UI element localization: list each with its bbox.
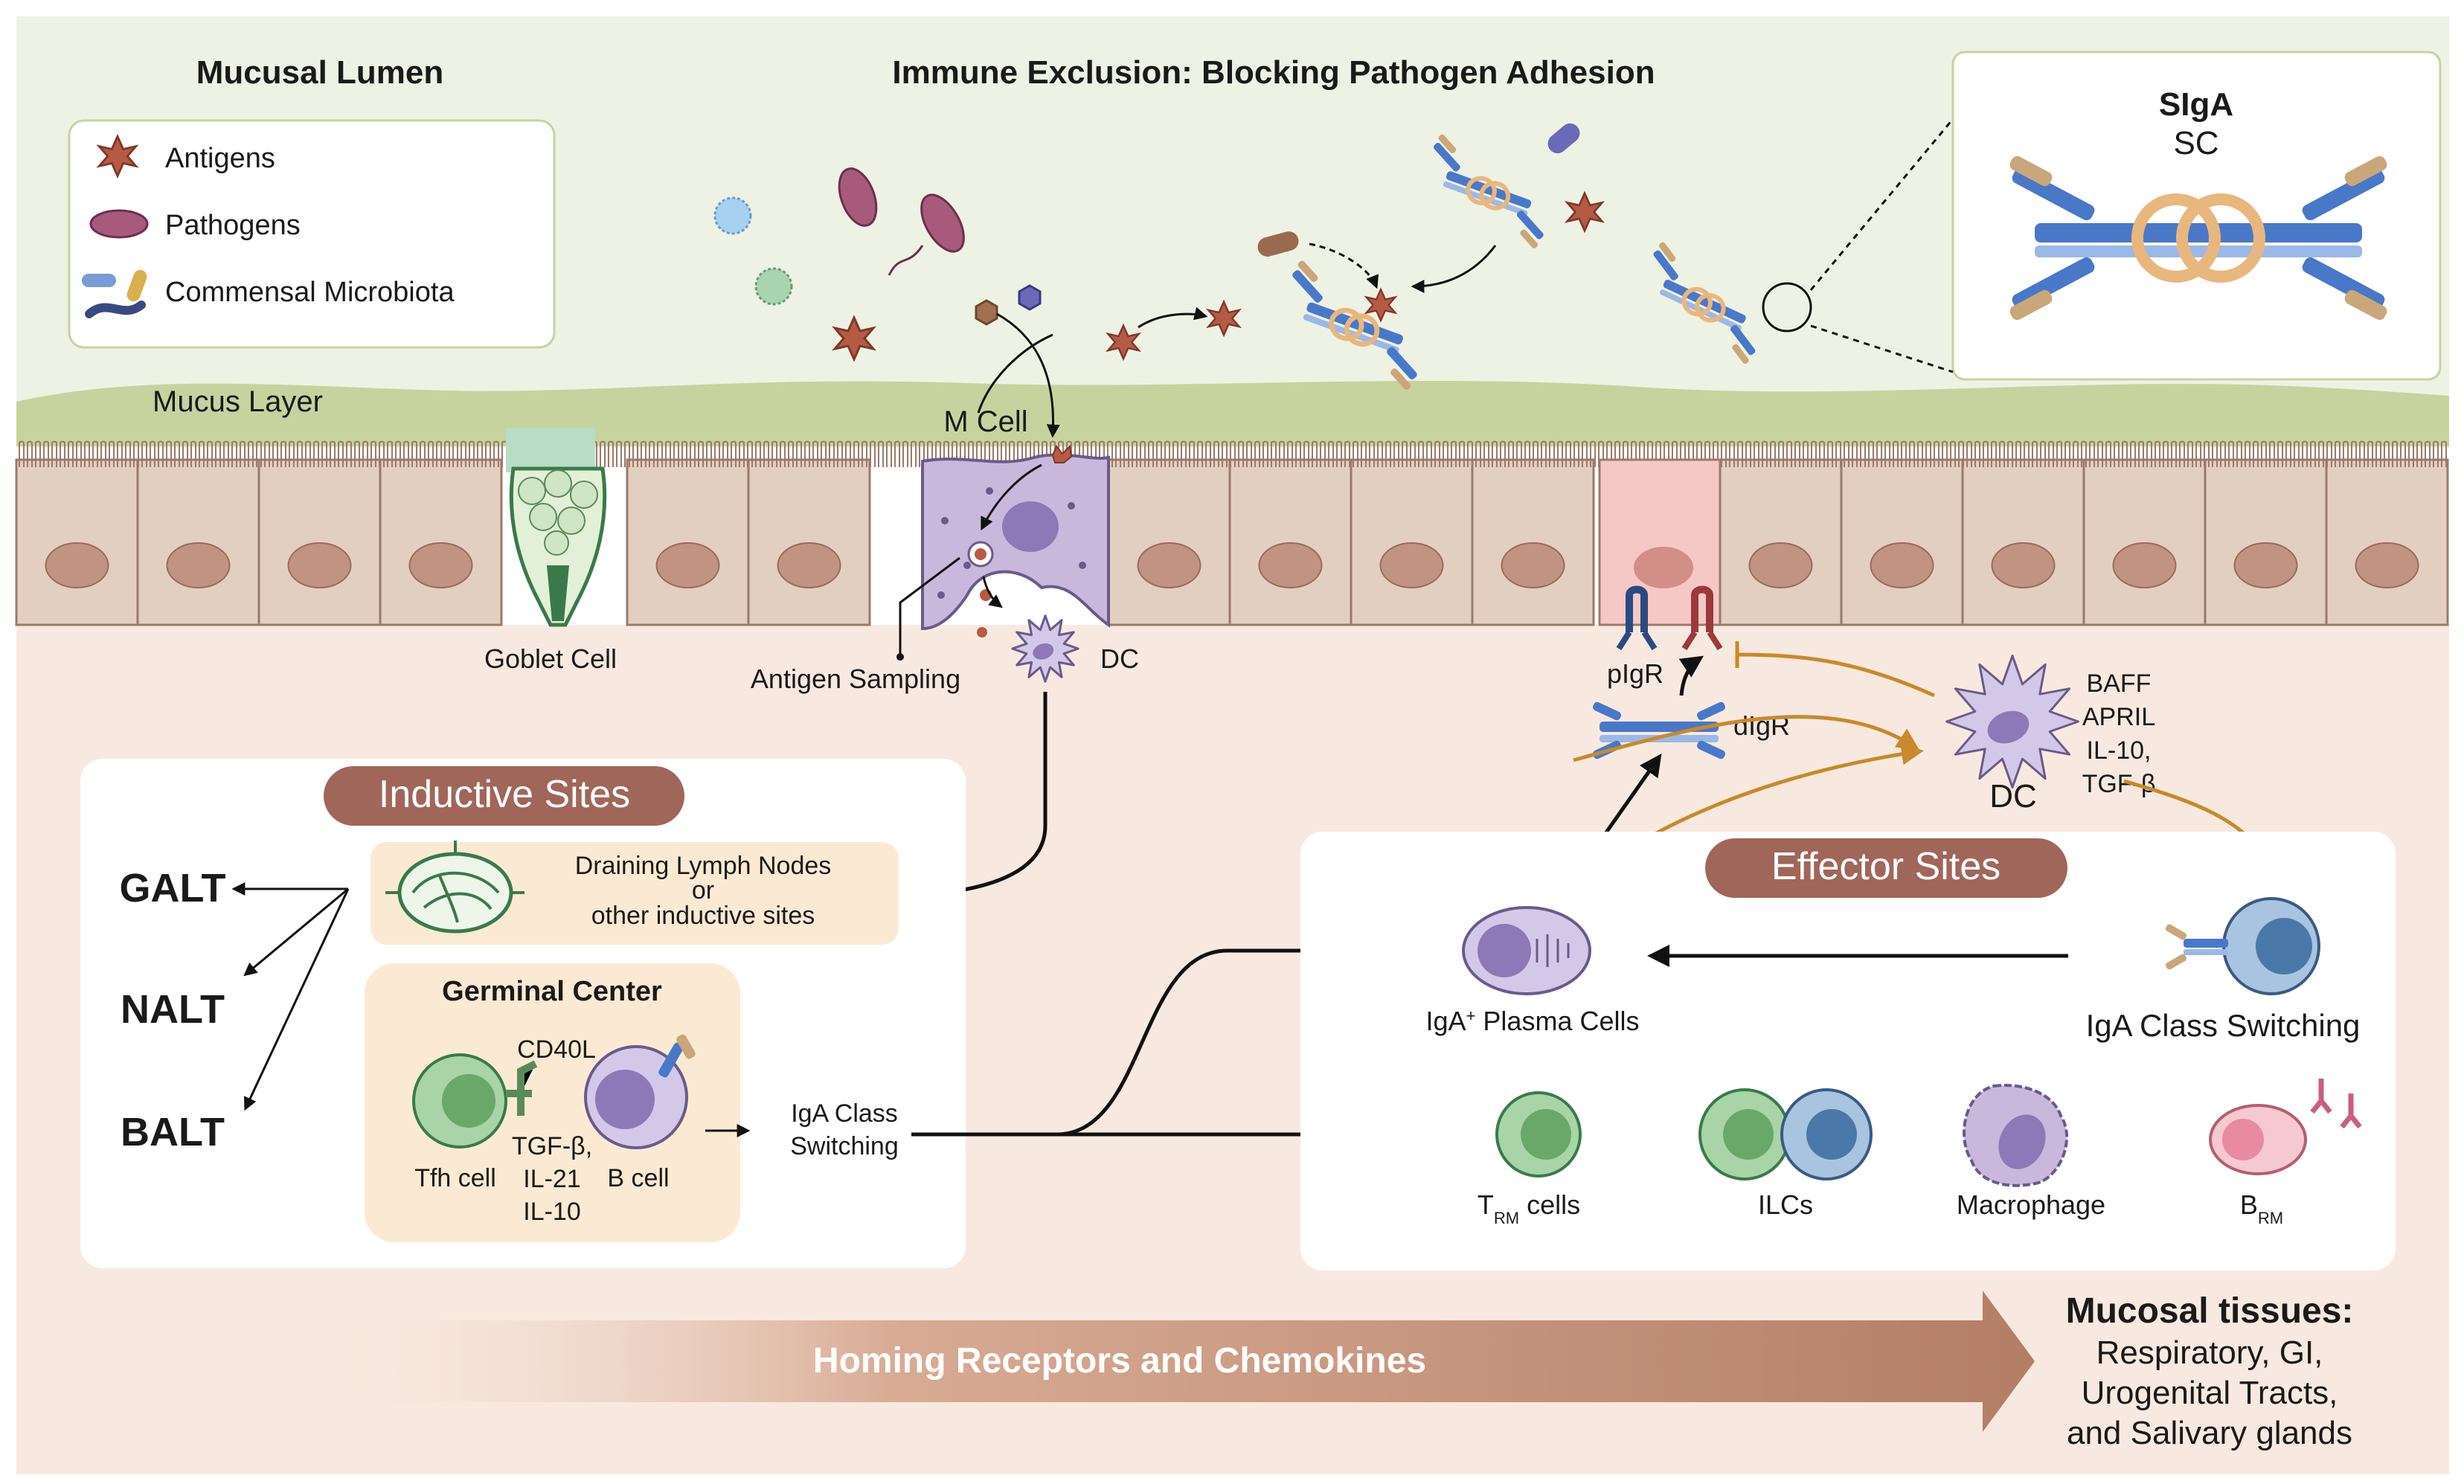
inductive-title-pill	[324, 766, 684, 826]
mucosal-title: Mucosal tissues:	[2066, 1291, 2354, 1331]
inductive-title: Inductive Sites	[379, 773, 630, 816]
plasma-cells-label: IgA+ Plasma Cells	[1426, 1006, 1640, 1036]
antigen-sampling-label: Antigen Sampling	[751, 664, 960, 694]
mucus-layer-label: Mucus Layer	[153, 385, 323, 418]
epithelial-cell	[747, 458, 871, 626]
germinal-center-box	[365, 963, 740, 1242]
epithelial-cell	[1471, 458, 1595, 626]
epithelial-cell	[2204, 458, 2328, 626]
legend-antigens-label: Antigens	[165, 143, 275, 174]
germinal-center-title: Germinal Center	[442, 976, 662, 1007]
epithelial-cell	[2082, 458, 2207, 626]
gc-cytokine-1: TGF-β,	[512, 1132, 592, 1160]
ilcs-icon	[1698, 1088, 1873, 1181]
digr-label: dIgR	[1733, 710, 1790, 741]
lumen-title: Mucusal Lumen	[196, 54, 444, 91]
legend-commensal-label: Commensal Microbiota	[165, 277, 455, 308]
exclusion-title: Immune Exclusion: Blocking Pathogen Adhe…	[892, 54, 1655, 91]
homing-label: Homing Receptors and Chemokines	[813, 1341, 1426, 1381]
lymph-node-box	[370, 842, 899, 945]
trm-cell-icon	[1495, 1091, 1582, 1178]
epithelial-cell	[626, 458, 750, 626]
class-switching-label: IgA Class Switching	[2086, 1008, 2361, 1043]
legend-commensal-icon	[82, 269, 147, 318]
epithelial-layer	[15, 440, 2449, 626]
mucus-layer	[16, 380, 2449, 446]
gc-switch-line1: IgA Class	[791, 1099, 898, 1128]
brm-label: BRM	[2240, 1189, 2283, 1227]
dc-cytokine: TGF-β	[2082, 770, 2156, 798]
dc-small-label: DC	[1100, 643, 1139, 674]
m-cell-label: M Cell	[943, 405, 1027, 438]
homing-arrow	[275, 1291, 2035, 1432]
pigr-epithelial-cell	[1598, 458, 1722, 626]
sigA-title: SIgA	[2159, 86, 2233, 123]
dc-cytokine-list: BAFF APRIL IL-10, TGF-β	[2082, 669, 2156, 798]
lymph-line2: or	[692, 876, 714, 905]
macrophage-label: Macrophage	[1957, 1189, 2105, 1220]
lumen-particles	[713, 123, 1812, 394]
ilcs-label: ILCs	[1758, 1189, 1813, 1220]
lymph-line1: Draining Lymph Nodes	[575, 852, 832, 880]
tissue-galt: GALT	[120, 866, 226, 910]
class-switching-cell-icon	[2165, 897, 2320, 995]
legend-box	[68, 119, 556, 349]
brm-cell-icon	[2209, 1079, 2362, 1175]
gc-switch-line2: Switching	[790, 1132, 899, 1160]
epithelial-cell	[15, 458, 139, 626]
lymph-line3: other inductive sites	[591, 902, 815, 930]
dc-right-icon	[1945, 655, 2079, 788]
mucosal-line-2: Urogenital Tracts,	[2082, 1375, 2338, 1411]
lymph-node-icon	[385, 841, 524, 934]
epithelial-cell	[136, 458, 260, 626]
trm-cells-label: TRM cells	[1478, 1189, 1580, 1227]
dc-icon	[1011, 614, 1079, 683]
epithelial-cell	[1228, 458, 1353, 626]
b-cell-icon	[584, 1034, 696, 1149]
plasma-cell-icon	[1462, 906, 1591, 995]
macrophage-icon	[1963, 1084, 2068, 1187]
tfh-cell-icon	[412, 1053, 538, 1149]
dc-cytokine: IL-10,	[2087, 736, 2152, 765]
epithelial-cell	[1350, 458, 1474, 626]
gc-cytokine-3: IL-10	[523, 1198, 581, 1226]
epithelial-cell	[257, 458, 382, 626]
epithelial-cell	[379, 458, 503, 626]
cd40l-label: CD40L	[517, 1035, 596, 1064]
epithelial-cell	[1840, 458, 1964, 626]
mucosal-line-1: Respiratory, GI,	[2096, 1334, 2323, 1371]
sigA-structure-icon	[2009, 155, 2387, 321]
legend-pathogens-label: Pathogens	[165, 210, 301, 241]
dc-right-label: DC	[1989, 778, 2037, 815]
dc-cytokine: BAFF	[2087, 669, 2152, 698]
tissue-nalt: NALT	[121, 987, 225, 1032]
sc-label: SC	[2173, 125, 2218, 161]
epithelial-cell	[1719, 458, 1843, 626]
bcell-label: B cell	[607, 1164, 669, 1192]
epithelial-cell	[1107, 458, 1231, 626]
epithelial-cell	[1961, 458, 2085, 626]
tfh-label: Tfh cell	[414, 1164, 496, 1192]
pigr-label: pIgR	[1607, 658, 1663, 689]
gc-cytokine-2: IL-21	[523, 1165, 581, 1193]
tissue-balt: BALT	[121, 1110, 225, 1154]
m-cell	[921, 444, 1110, 637]
effector-title-pill	[1705, 838, 2067, 898]
dc-cytokine: APRIL	[2082, 703, 2155, 731]
pigr-receptor-icon	[1616, 585, 1723, 651]
goblet-cell	[506, 428, 607, 627]
effector-title: Effector Sites	[1771, 845, 2001, 888]
epithelial-cell	[2325, 458, 2449, 626]
mucosal-line-3: and Salivary glands	[2067, 1415, 2352, 1451]
legend-pathogen-icon	[89, 209, 149, 239]
goblet-cell-label: Goblet Cell	[484, 643, 617, 674]
